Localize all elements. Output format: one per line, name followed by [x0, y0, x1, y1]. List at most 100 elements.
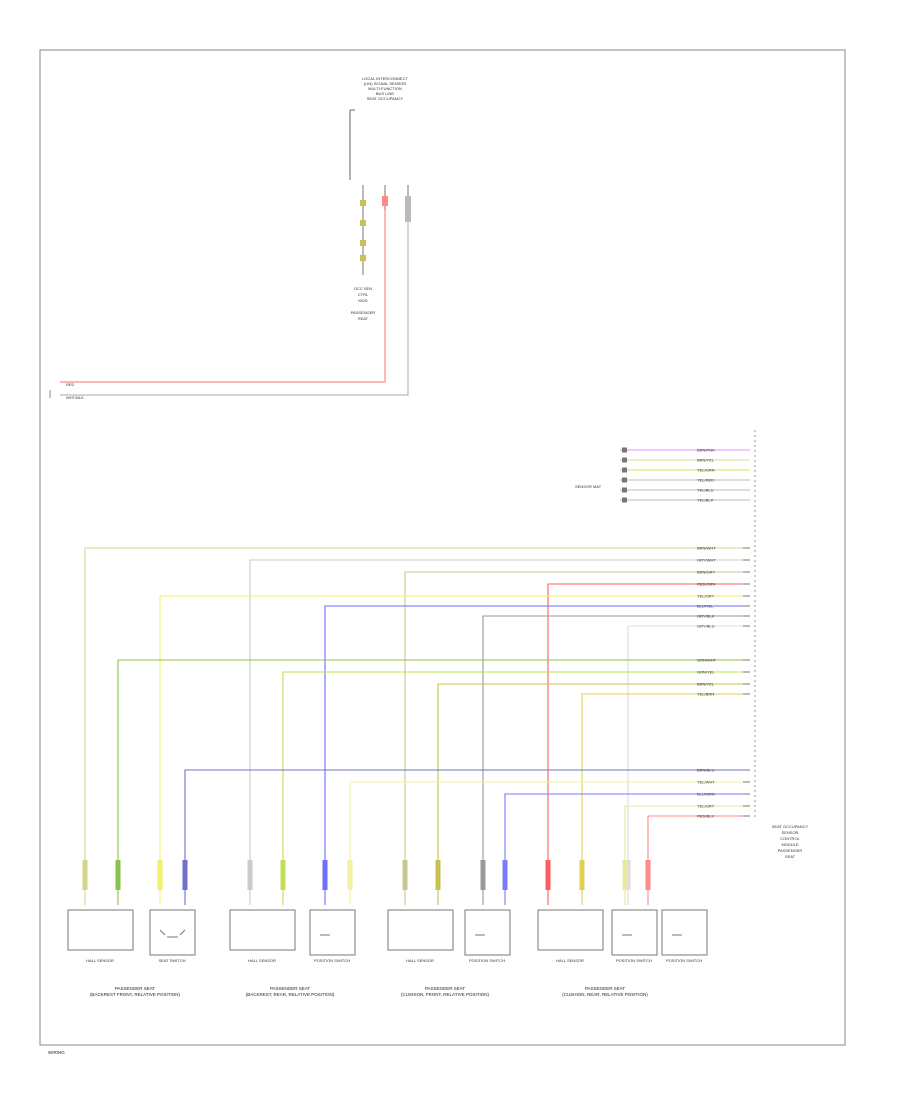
- bus-wire-plug-3: [402, 860, 408, 890]
- diagram-frame: [39, 49, 846, 1046]
- sensor-caption-4b: (CUSHION, REAR, RELATIVE POSITION): [562, 992, 648, 997]
- bus-wire-label-16: YEL/GRY: [697, 804, 715, 809]
- top-connector-line-4: PASSENGER: [351, 310, 376, 315]
- switch-label-1: SEAT SWITCH: [159, 958, 186, 963]
- bus-wire-label-3: BRN/GRY: [697, 570, 715, 575]
- connector-wire-label-2: BRN/YEL: [697, 458, 715, 463]
- connector-pin-6: [622, 497, 627, 503]
- sensor-mat-label: SENSOR MAT: [575, 484, 602, 489]
- top-module-title-1: LOCAL INTERCONNECT: [362, 76, 408, 81]
- bus-wire-8: [627, 625, 750, 905]
- bus-wire-label-7: GRY/BLK: [697, 614, 715, 619]
- bus-wire-13: [184, 769, 750, 905]
- bus-wire-plug-4: [545, 860, 551, 890]
- bus-wire-11: [437, 683, 750, 905]
- sensor-caption-2b: (BACKREST, REAR, RELATIVE POSITION): [246, 992, 335, 997]
- bus-wire-7: [482, 615, 750, 905]
- bus-wire-plug-16: [622, 860, 628, 890]
- connector-wire-label-3: YEL/GRN: [697, 468, 715, 473]
- hall-sensor-label-4: HALL SENSOR: [556, 958, 584, 963]
- top-connector-line-2: CTRL: [358, 292, 369, 297]
- bus-wire-plug-17: [645, 860, 651, 890]
- bus-wire-6: [324, 605, 750, 905]
- sensor-caption-3b: (CUSHION, FRONT, RELATIVE POSITION): [401, 992, 489, 997]
- top-module-title-3: MULTI-FUNCTION: [368, 86, 402, 91]
- sensor-2: HALL SENSOR POSITION SWITCH PASSENGER SE…: [229, 909, 356, 997]
- switch-label-4: POSITION SWITCH: [616, 958, 652, 963]
- bus-wire-label-17: RED/BLK: [697, 814, 714, 819]
- position-switch-4: [611, 909, 708, 956]
- bus-wire-label-1: BRN/WHT: [697, 546, 716, 551]
- connector-pin-3: [622, 467, 627, 473]
- bus-wire-label-13: BRN/BLU: [697, 768, 714, 773]
- position-switch-2: [309, 909, 356, 956]
- right-module-name-4: MODULE: [781, 842, 798, 847]
- top-module-title-2: (LIN) SIGNAL SENSOR: [364, 81, 407, 86]
- bus-wire-label-4: RED/GRN: [697, 582, 716, 587]
- bus-wire-17: [647, 815, 750, 905]
- connector-wires: BRN/PNKBRN/YELYEL/GRNYEL/REDYEL/BLUYEL/B…: [620, 447, 750, 503]
- sensor-caption-4a: PASSENGER SEAT: [585, 986, 626, 991]
- right-module-name-2: SENSOR: [782, 830, 799, 835]
- switch-label-4b: POSITION SWITCH: [666, 958, 702, 963]
- left-wire-label-red: RED: [66, 382, 75, 387]
- top-connector-line-1: OCC SEN: [354, 286, 372, 291]
- bus-wire-10: [282, 671, 750, 905]
- hall-sensor-box-3: [387, 909, 454, 951]
- bus-wire-plug-13: [182, 860, 188, 890]
- bus-wire-plug-11: [435, 860, 441, 890]
- position-switch-3: [464, 909, 511, 956]
- bus-wire-label-5: YEL/GRY: [697, 594, 715, 599]
- hall-sensor-label-3: HALL SENSOR: [406, 958, 434, 963]
- switch-label-2: POSITION SWITCH: [314, 958, 350, 963]
- top-module-title-5: SEAT OCCUPANCY: [367, 96, 404, 101]
- top-module-bracket: [349, 109, 355, 180]
- hall-sensor-box-1: [67, 909, 134, 951]
- connector-pin-5: [622, 487, 627, 493]
- bus-wire-label-15: BLU/GRN: [697, 792, 715, 797]
- bus-wire-plug-6: [322, 860, 328, 890]
- bus-wire-9: [117, 659, 750, 905]
- hall-sensor-label-2: HALL SENSOR: [248, 958, 276, 963]
- top-module-title-4: BUS LINE: [376, 91, 395, 96]
- bus-wire-plug-15: [502, 860, 508, 890]
- seat-switch-1: [149, 909, 196, 956]
- connector-pin-4: [622, 477, 627, 483]
- right-module-name-6: SEAT: [785, 854, 796, 859]
- bus-wire-label-14: YEL/WHT: [697, 780, 715, 785]
- sensor-3: HALL SENSOR POSITION SWITCH PASSENGER SE…: [387, 909, 511, 997]
- bus-wire-plug-10: [280, 860, 286, 890]
- right-module-name-1: SEAT OCCUPANCY: [772, 824, 809, 829]
- connector-pin-2: [622, 457, 627, 463]
- bus-wire-4: [547, 583, 750, 905]
- bus-wire-label-6: BLU/YEL: [697, 604, 714, 609]
- top-module-pin-marks: [360, 196, 411, 261]
- bus-wire-3: [404, 571, 750, 905]
- sensor-caption-1b: (BACKREST FRONT, RELATIVE POSITION): [90, 992, 181, 997]
- bus-wire-plug-9: [115, 860, 121, 890]
- top-connector-line-5: SEAT: [358, 316, 369, 321]
- hall-sensor-box-2: [229, 909, 296, 951]
- switch-label-3: POSITION SWITCH: [469, 958, 505, 963]
- connector-wire-label-5: YEL/BLU: [697, 488, 714, 493]
- hall-sensor-box-4: [537, 909, 604, 951]
- bus-wire-plug-12: [579, 860, 585, 890]
- bus-wire-plug-2: [247, 860, 253, 890]
- connector-wire-label-6: YEL/BLK: [697, 498, 714, 503]
- right-module-name-3: CONTROL: [780, 836, 800, 841]
- bus-wire-12: [581, 693, 750, 905]
- sensor-caption-2a: PASSENGER SEAT: [270, 986, 311, 991]
- top-connector-line-3: MOD: [358, 298, 367, 303]
- bus-wire-2: [249, 559, 750, 905]
- bus-wire-5: [159, 595, 750, 905]
- bus-wire-label-2: GRY/WHT: [697, 558, 716, 563]
- right-module-name-5: PASSENGER: [778, 848, 803, 853]
- bus-wire-1: [84, 547, 750, 905]
- hall-sensor-label-1: HALL SENSOR: [86, 958, 114, 963]
- bus-wire-label-12: YEL/BRN: [697, 692, 714, 697]
- connector-pin-1: [622, 447, 627, 453]
- bus-wires: BRN/WHT GRY/WHT BRN/GRY RED/GRN YEL/GRY BLU/Y…: [82, 546, 750, 905]
- bus-wire-label-8: GRY/BLU: [697, 624, 715, 629]
- bus-wire-16: [624, 805, 750, 905]
